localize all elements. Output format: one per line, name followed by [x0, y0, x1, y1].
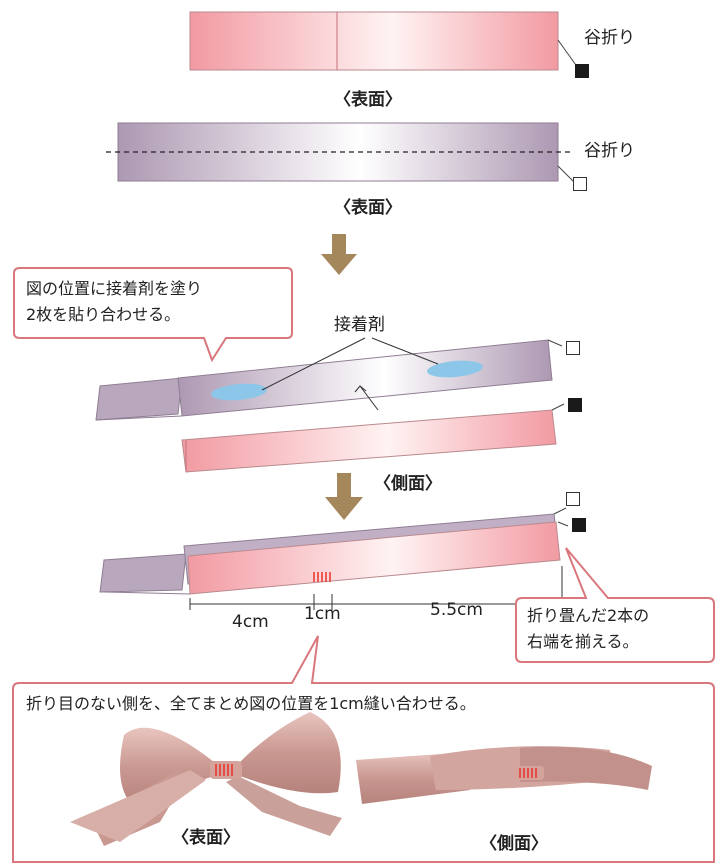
glue-callout-bubble	[13, 267, 293, 363]
dimension-left: 4cm	[232, 612, 269, 632]
fold-label-second: 谷折り	[584, 141, 635, 161]
fold-label-top: 谷折り	[584, 28, 635, 48]
caption-surface-2: 〈表面〉	[334, 198, 402, 218]
bow-surface-photo	[70, 712, 342, 846]
dimension-middle: 1cm	[304, 604, 341, 624]
bow-side-photo	[356, 746, 652, 804]
caption-photo-side: 〈側面〉	[480, 834, 548, 854]
glue-callout-line-1: 図の位置に接着剤を塗り	[26, 279, 203, 298]
align-callout-line-1: 折り畳んだ2本の	[527, 606, 650, 625]
down-arrow	[325, 473, 363, 520]
caption-side-1: 〈側面〉	[374, 474, 442, 494]
align-callout-line-2: 右端を揃える。	[527, 632, 639, 651]
combined-ribbons	[99, 507, 569, 595]
glue-label: 接着剤	[334, 315, 385, 335]
lavender-ribbon-strip	[106, 122, 577, 185]
white-square-marker	[566, 341, 580, 355]
folded-lavender-ribbon	[95, 339, 563, 421]
folded-pink-ribbon	[181, 403, 565, 473]
sew-callout-box	[12, 635, 715, 863]
white-square-marker	[566, 492, 580, 506]
caption-surface-1: 〈表面〉	[334, 90, 402, 110]
align-callout-bubble	[515, 547, 715, 663]
stitch-marks	[313, 572, 331, 582]
sew-callout-text: 折り目のない側を、全てまとめ図の位置を1cm縫い合わせる。	[26, 694, 476, 713]
pink-ribbon-strip	[189, 11, 579, 71]
glue-leader-lines	[261, 337, 439, 411]
white-square-marker	[573, 177, 587, 191]
black-square-marker	[572, 518, 586, 532]
caption-photo-surface: 〈表面〉	[172, 828, 240, 848]
black-square-marker	[568, 398, 582, 412]
black-square-marker	[575, 64, 589, 78]
dimension-right: 5.5cm	[430, 600, 483, 620]
down-arrow	[321, 234, 357, 275]
glue-callout-line-2: 2枚を貼り合わせる。	[26, 305, 181, 324]
